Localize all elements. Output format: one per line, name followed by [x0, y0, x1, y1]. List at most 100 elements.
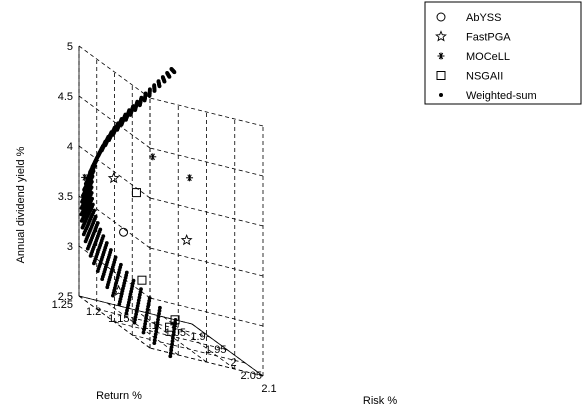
weighted-sum-point [100, 277, 105, 281]
y-tick-label: 1.2 [86, 306, 101, 318]
weighted-sum-point [99, 148, 104, 153]
x-tick-label: 2.05 [241, 370, 262, 382]
weighted-sum-point [143, 322, 148, 326]
z-tick-label: 4 [67, 141, 73, 153]
weighted-sum-point [80, 225, 85, 230]
weighted-sum-point [168, 354, 173, 359]
y-tick-label: 1.25 [52, 299, 73, 311]
weighted-sum-point [146, 304, 151, 309]
z-tick-label: 3.5 [58, 191, 73, 203]
weighted-sum-point [136, 298, 141, 303]
legend-label: MOCeLL [466, 51, 510, 63]
weighted-sum-point [82, 187, 86, 192]
weighted-sum-point [147, 93, 152, 98]
weighted-sum-point [147, 296, 152, 300]
weighted-sum-point [111, 293, 115, 298]
weighted-sum-point [153, 335, 158, 340]
abyss-point [119, 227, 129, 237]
weighted-sum-point [111, 133, 115, 137]
weighted-sum-point [142, 98, 147, 103]
weighted-sum-point [154, 329, 159, 334]
weighted-sum-point [155, 323, 160, 328]
weighted-sum-point [93, 159, 98, 164]
mocell-point [186, 174, 194, 182]
weighted-sum-point [119, 123, 124, 127]
fastpga-point [180, 233, 193, 246]
weighted-sum-point [81, 193, 85, 198]
grid-line [149, 197, 264, 227]
weighted-sum-point [88, 254, 93, 258]
weighted-sum-point [169, 345, 174, 349]
weighted-sum-point [83, 239, 88, 244]
grid-line [149, 147, 264, 177]
grid-line [149, 247, 264, 277]
weighted-sum-point [133, 315, 138, 319]
x-tick-label: 2.1 [261, 383, 276, 395]
grid-line [78, 45, 151, 99]
weighted-sum-point [157, 311, 161, 316]
weighted-sum-point [168, 351, 173, 356]
weighted-sum-point [139, 287, 143, 291]
legend-label: Weighted-sum [466, 90, 537, 102]
data-marks [79, 67, 194, 359]
weighted-sum-point [167, 75, 172, 79]
grid-line [149, 347, 264, 377]
z-tick-label: 4.5 [58, 91, 73, 103]
grid-line [78, 95, 151, 149]
nsgaii-point [165, 322, 175, 332]
weighted-sum-point [170, 342, 175, 346]
weighted-sum-point [81, 232, 86, 237]
weighted-sum-point [145, 307, 150, 312]
grid-line [78, 295, 151, 349]
weighted-sum-point [171, 333, 176, 337]
legend-marker [436, 12, 446, 22]
weighted-sum-point [155, 320, 160, 325]
weighted-sum-point [156, 314, 161, 319]
weighted-sum-point [96, 153, 101, 158]
legend-label: AbYSS [466, 12, 501, 24]
z-axis-label: Annual dividend yield % [15, 146, 27, 263]
y-axis-label: Return % [96, 390, 142, 402]
weighted-sum-point [105, 285, 110, 290]
weighted-sum-point [90, 164, 95, 169]
weighted-sum-point [152, 338, 157, 343]
grid-line [78, 145, 151, 199]
grid-line [149, 97, 264, 127]
weighted-sum-point [132, 320, 137, 325]
x-axis-line [191, 323, 264, 377]
weighted-sum-point [79, 206, 84, 210]
weighted-sum-point [124, 311, 129, 316]
weighted-sum-point [88, 170, 92, 175]
weighted-sum-point [154, 326, 159, 331]
nsgaii-point [170, 315, 180, 325]
weighted-sum-point [144, 316, 149, 320]
legend-label: NSGAII [466, 71, 503, 83]
nsgaii-point [131, 188, 141, 198]
weighted-sum-point [103, 143, 108, 148]
mocell-point [149, 153, 157, 161]
legend-label: FastPGA [466, 32, 511, 44]
weighted-sum-point [85, 176, 90, 180]
weighted-sum-point [83, 181, 88, 186]
legend-marker [435, 30, 447, 42]
tick-labels: 1.91.9522.052.11.051.11.151.21.252.533.5… [52, 41, 277, 395]
weighted-sum-point [115, 127, 120, 132]
weighted-sum-point [142, 327, 146, 332]
weighted-sum-point [170, 339, 175, 343]
weighted-sum-point [146, 301, 151, 306]
weighted-sum-point [79, 212, 84, 217]
y-tick-label: 1.15 [108, 313, 129, 325]
weighted-sum-point [80, 199, 84, 204]
legend-marker [436, 71, 446, 80]
x-axis-label: Risk % [363, 395, 397, 407]
weighted-sum-point [144, 313, 149, 318]
weighted-sum-point [137, 103, 142, 108]
weighted-sum-point [156, 317, 160, 322]
weighted-sum-point [92, 261, 96, 266]
weighted-sum-point [173, 318, 178, 322]
weighted-sum-point [85, 246, 90, 251]
legend-marker [439, 93, 443, 97]
weighted-sum-point [133, 108, 138, 112]
weighted-sum-point [162, 79, 167, 84]
